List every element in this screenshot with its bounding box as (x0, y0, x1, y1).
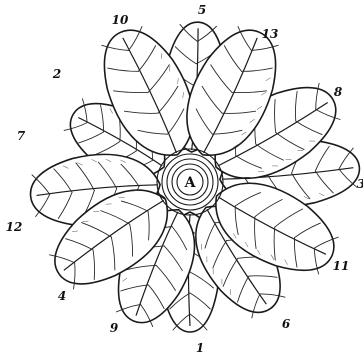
leaf-number-label: 13 (262, 27, 279, 41)
leaf-number-label: 10 (112, 13, 129, 27)
leaf-number-label: 9 (110, 321, 119, 335)
leaf-number-label: 3 (357, 177, 363, 191)
stem-axis: A (157, 149, 223, 215)
leaf-number-label: 6 (282, 317, 291, 331)
leaf-number-label: 5 (198, 3, 206, 17)
leaf-number-label: 12 (6, 220, 23, 234)
leaf-number-label: 4 (58, 289, 66, 303)
center-label: A (184, 175, 197, 191)
leaf-number-label: 8 (334, 85, 343, 99)
leaf-number-label: 2 (52, 67, 61, 81)
leaf-number-label: 7 (17, 129, 26, 143)
leaf-number-label: 11 (333, 259, 350, 273)
leaf-number-label: 1 (196, 341, 204, 355)
